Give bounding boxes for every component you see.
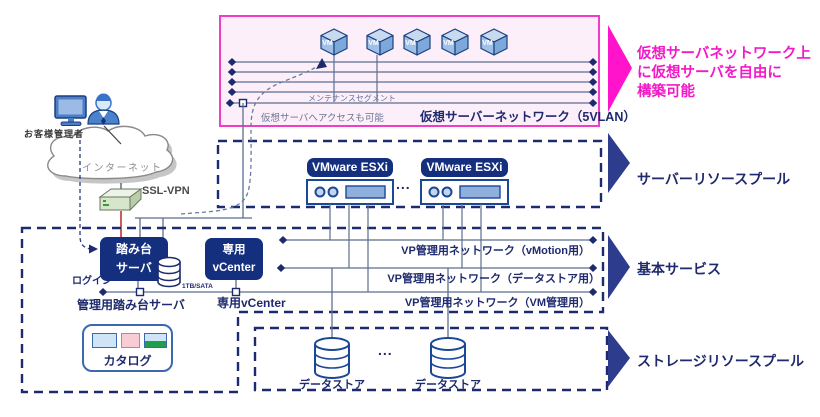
virtual-server-access-path <box>180 65 319 215</box>
basic-service-border <box>20 226 605 394</box>
bastion-disk-icon <box>157 256 181 288</box>
bastion-network-node <box>135 287 145 297</box>
server-pool-border <box>216 139 603 209</box>
storage-pool-label: ストレージリソースプール <box>637 353 805 369</box>
storage-pool-border <box>253 326 609 392</box>
catalog-label: カタログ <box>103 354 152 368</box>
esxi-downlinks <box>329 204 482 292</box>
vcenter-network-node <box>231 287 241 297</box>
virtual-access-note: 仮想サーバへアクセスも可能 <box>261 113 384 124</box>
ssl-vpn-device-icon <box>98 188 143 212</box>
disk-capacity-label: 1TB/SATA <box>182 283 213 290</box>
vm-label: VM <box>368 40 379 47</box>
datastore-label-1: データストア <box>299 379 365 391</box>
dedicated-vcenter-label: 専用vCenter <box>217 296 286 310</box>
virtual-network-title: 仮想サーバーネットワーク（5VLAN） <box>420 110 636 124</box>
esxi-ellipsis: ... <box>396 176 411 192</box>
vcenter-line2: vCenter <box>212 262 256 274</box>
virtual-network-note-arrow <box>608 25 632 112</box>
vp-network-lines <box>103 239 593 341</box>
admin-person-icon <box>87 93 120 125</box>
virtual-note-line1: 仮想サーバネットワーク上 <box>637 46 811 62</box>
catalog-box: カタログ <box>82 324 173 372</box>
server-pool-label: サーバーリソースプール <box>637 171 791 187</box>
storage-pool-arrow <box>608 330 630 387</box>
basic-service-arrow <box>608 235 630 299</box>
esxi-label-1: VMware ESXi <box>307 158 393 177</box>
virtual-note-line2: に仮想サーバを自由に <box>637 65 782 81</box>
management-access-lines <box>135 103 252 238</box>
dedicated-vcenter-box: 専用 vCenter <box>205 238 263 280</box>
customer-admin-label: お客様管理者 <box>24 129 85 139</box>
sslvpn-label: SSL-VPN <box>142 185 190 197</box>
mgmt-bastion-label: 管理用踏み台サーバ <box>77 298 185 312</box>
login-arrowhead <box>89 244 98 254</box>
esxi-label-2: VMware ESXi <box>421 158 508 177</box>
catalog-item-green-icon <box>144 333 167 348</box>
network-vm-mgmt-label: VP管理用ネットワーク（VM管理用） <box>404 297 590 309</box>
vm-label: VM <box>482 40 493 47</box>
esxi-server-icon <box>306 179 394 205</box>
storage-ellipsis: ... <box>378 342 393 358</box>
vm-label: VM <box>322 40 333 47</box>
vm-label: VM <box>443 40 454 47</box>
maintenance-segment-label: メンテナンスセグメント <box>308 94 396 103</box>
access-arrowhead <box>316 58 327 69</box>
internet-label: インターネット <box>82 163 163 174</box>
vlan-lines <box>230 55 593 104</box>
esxi-server-icon <box>420 179 509 205</box>
monitor-icon <box>54 95 87 126</box>
datastore-label-2: データストア <box>415 379 481 391</box>
login-path <box>79 140 92 250</box>
internet-cloud-icon <box>47 125 177 184</box>
catalog-item-blue-icon <box>92 333 117 348</box>
virtual-note-line3: 構築可能 <box>637 84 695 100</box>
vcenter-line1: 専用 <box>222 244 246 256</box>
bastion-server-box: 踏み台 サーバ <box>100 237 168 281</box>
server-pool-arrow <box>608 133 630 193</box>
network-vmotion-label: VP管理用ネットワーク（vMotion用） <box>401 245 590 257</box>
login-label: ログイン <box>72 276 112 287</box>
bastion-line1: 踏み台 <box>115 242 152 256</box>
vm-label: VM <box>405 40 416 47</box>
catalog-item-pink-icon <box>121 333 140 348</box>
bastion-line2: サーバ <box>116 261 152 275</box>
basic-service-label: 基本サービス <box>637 261 721 277</box>
network-datastore-label: VP管理用ネットワーク（データストア用） <box>387 273 600 285</box>
